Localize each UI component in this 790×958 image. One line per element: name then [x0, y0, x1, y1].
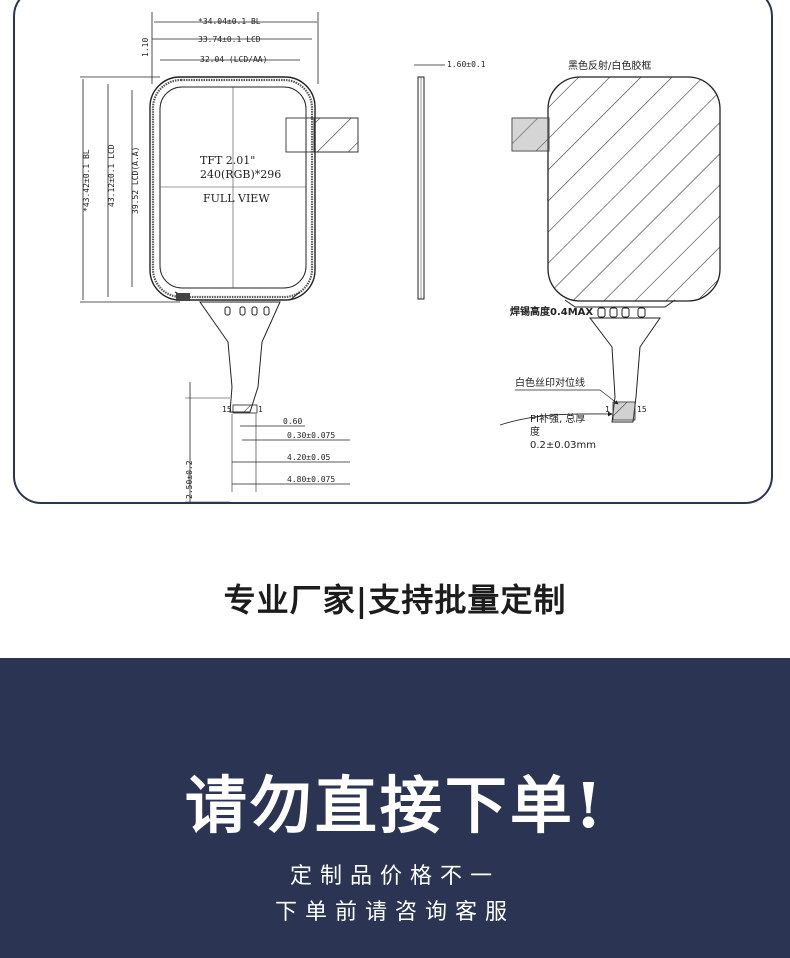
solder-height: 焊锡高度0.4MAX — [510, 305, 593, 318]
dim-finger-length: 2.50±0.2 — [185, 460, 194, 499]
dim-aa-width: 32.04 (LCD/AA) — [200, 55, 267, 64]
silk-note: 白色丝印对位线 — [515, 376, 585, 389]
dim-bl-height: *43.42±0.1 BL — [82, 149, 91, 212]
pi-note-1: PI补强, 总厚 — [530, 412, 585, 425]
dim-aa-height: 39.52 LCD(A.A) — [131, 147, 140, 214]
back-title: 黑色反射/白色胶框 — [568, 59, 651, 72]
dim-lcd-width: 33.74±0.1 LCD — [198, 35, 261, 44]
pi-note-2: 度 — [530, 425, 540, 438]
panel-label-3: FULL VIEW — [203, 192, 270, 205]
dim-pad-width: 0.30±0.075 — [287, 431, 335, 440]
panel-label-2: 240(RGB)*296 — [200, 168, 281, 181]
dim-fpc-width: 4.80±0.075 — [287, 475, 335, 484]
notice-banner: 请勿直接下单! 定制品价格不一 下单前请咨询客服 — [0, 658, 790, 958]
dim-thickness: 1.60±0.1 — [447, 60, 486, 69]
technical-drawing: *34.04±0.1 BL 33.74±0.1 LCD 32.04 (LCD/A… — [80, 12, 721, 502]
banner-line-1: 定制品价格不一 — [289, 864, 500, 889]
dim-top-offset: 1.10 — [141, 38, 150, 57]
back-pin-first: 1 — [605, 405, 610, 414]
slogan: 专业厂家|支持批量定制 — [223, 581, 567, 619]
back-view: 黑色反射/白色胶框 焊锡高度0.4MAX 1 15 白色丝印对位线 PI补强, … — [499, 59, 721, 451]
side-view: 1.60±0.1 — [414, 60, 486, 300]
drawing-card: *34.04±0.1 BL 33.74±0.1 LCD 32.04 (LCD/A… — [13, 0, 773, 504]
dim-pitch: 0.60 — [283, 417, 302, 426]
panel-label-1: TFT 2.01" — [200, 154, 255, 167]
banner-line-2: 下单前请咨询客服 — [274, 900, 515, 925]
dim-bl-width: *34.04±0.1 BL — [198, 17, 261, 26]
dim-pad-span: 4.20±0.05 — [287, 453, 331, 462]
front-view: *34.04±0.1 BL 33.74±0.1 LCD 32.04 (LCD/A… — [80, 12, 359, 502]
pi-note-3: 0.2±0.03mm — [530, 440, 596, 451]
dim-lcd-height: 43.12±0.1 LCD — [107, 144, 116, 207]
banner-title: 请勿直接下单! — [184, 769, 606, 842]
front-pin-first: 15 — [222, 405, 232, 414]
back-pin-last: 15 — [637, 405, 647, 414]
front-pin-last: 1 — [258, 405, 263, 414]
